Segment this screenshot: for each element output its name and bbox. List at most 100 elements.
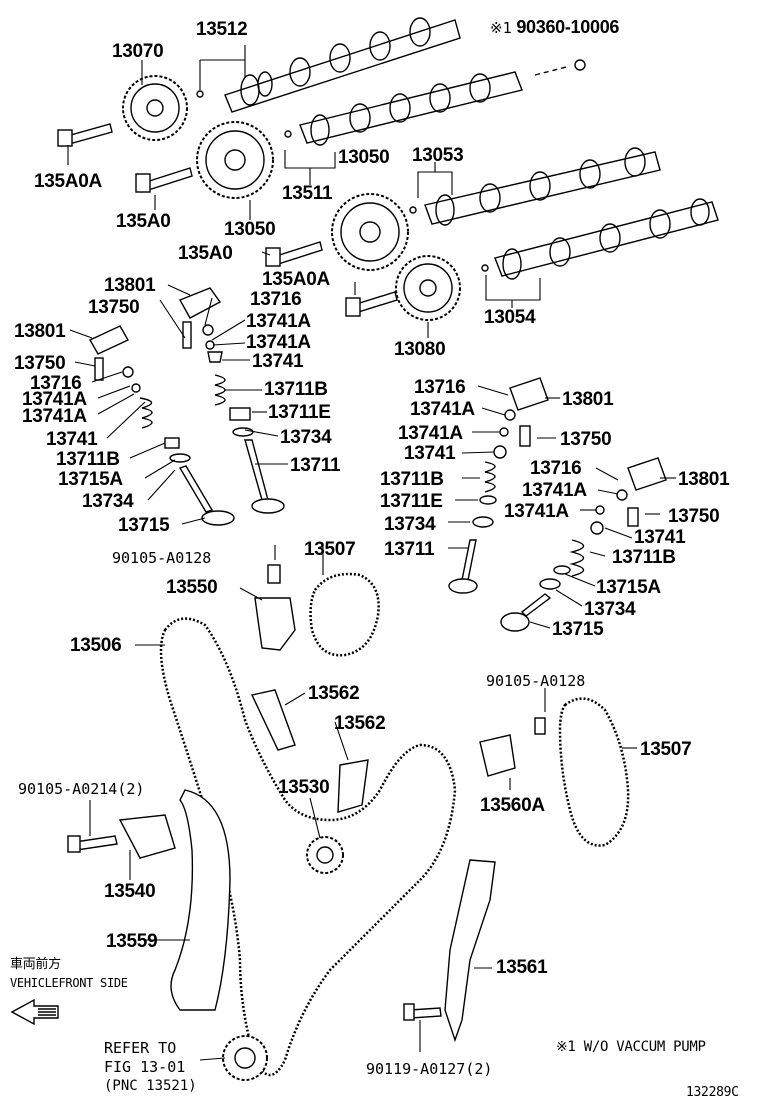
part-label-13734-d: 13734: [584, 599, 636, 620]
part-label-13562-a: 13562: [308, 683, 360, 704]
part-label-13716-c: 13716: [414, 377, 466, 398]
part-label-13801-a: 13801: [104, 275, 156, 296]
timing-chain-13507-left: [309, 572, 380, 657]
bolt-135A0A-upper: [57, 123, 113, 147]
part-label-13562-b: 13562: [334, 713, 386, 734]
camshaft-lower-left: [424, 147, 661, 226]
part-label-13506: 13506: [70, 635, 122, 656]
vvt-sprocket-13050-upper: [196, 121, 274, 199]
tensioner-slipper-13559: [170, 789, 231, 1011]
part-number-90360: 90360-10006: [516, 17, 620, 37]
part-label-13750-b: 13750: [14, 353, 66, 374]
part-label-135A0-2: 135A0: [178, 243, 233, 264]
part-label-13741-a: 13741: [252, 351, 304, 372]
part-label-13530: 13530: [278, 777, 330, 798]
part-label-13734-a: 13734: [280, 427, 332, 448]
part-label-13053: 13053: [412, 145, 464, 166]
vvt-sprocket-13080: [395, 255, 461, 321]
part-label-90105-b: 90105-A0128: [486, 672, 586, 690]
part-label-90119: 90119-A0127(2): [366, 1060, 493, 1078]
part-label-13711-b: 13711: [384, 539, 435, 560]
part-label-13734-c: 13734: [384, 514, 436, 535]
front-arrow-icon: [10, 998, 59, 1026]
part-label-13550: 13550: [166, 577, 218, 598]
part-label-13741-c: 13741: [404, 443, 456, 464]
timing-chain-13507-right: [558, 697, 630, 847]
part-label-13507-a: 13507: [304, 539, 356, 560]
vehicle-front-jp: 車両前方: [10, 957, 61, 972]
chain-guide-13561: [403, 859, 496, 1043]
part-label-13741A-a: 13741A: [246, 311, 311, 332]
part-label-13715A-a: 13715A: [58, 469, 123, 490]
part-label-13560A: 13560A: [480, 795, 545, 816]
part-label-13511: 13511: [282, 183, 333, 204]
part-label-13711-a: 13711: [290, 455, 341, 476]
refer-line-1: REFER TO: [104, 1039, 177, 1057]
part-label-13741A-f: 13741A: [398, 423, 463, 444]
part-label-13711B-c: 13711B: [380, 469, 444, 490]
part-label-13741-d: 13741: [634, 527, 686, 548]
refer-line-2: FIG 13-01: [104, 1058, 186, 1076]
part-label-13741A-c: 13741A: [22, 389, 87, 410]
camshaft-upper-right: [299, 71, 523, 146]
chain-guide-13562-a: [250, 689, 296, 751]
leader-lines: [67, 45, 676, 1061]
part-label-13559: 13559: [106, 931, 158, 952]
part-label-13716-d: 13716: [530, 458, 582, 479]
part-label-135A0A-2: 135A0A: [262, 269, 330, 290]
part-label-13741A-e: 13741A: [410, 399, 475, 420]
camshaft-lower-right: [494, 198, 719, 280]
part-label-13054: 13054: [484, 307, 536, 328]
bolt-135A0-lower: [265, 241, 323, 267]
part-label-13715-b: 13715: [552, 619, 604, 640]
chain-tensioner-13550: [254, 564, 296, 651]
bolt-135A0A-lower: [345, 291, 398, 317]
part-label-13711B-b: 13711B: [56, 449, 120, 470]
vvt-sprocket-13050-lower: [331, 193, 409, 271]
part-label-13711B-d: 13711B: [612, 547, 676, 568]
part-label-13741-b: 13741: [46, 429, 98, 450]
part-label-90105-c: 90105-A0214(2): [18, 780, 145, 798]
part-label-13741A-d: 13741A: [22, 406, 87, 427]
part-label-13070: 13070: [112, 41, 164, 62]
part-label-13050-a: 13050: [338, 147, 390, 168]
part-label-13507-b: 13507: [640, 739, 692, 760]
part-label-13750-c: 13750: [560, 429, 612, 450]
part-label-90105-a: 90105-A0128: [112, 549, 212, 567]
part-label-13711E-a: 13711E: [268, 402, 331, 423]
part-label-13750-d: 13750: [668, 506, 720, 527]
crank-gear-ref: [222, 1035, 268, 1081]
part-label-13741A-h: 13741A: [504, 501, 569, 522]
part-label-135A0A-1: 135A0A: [34, 171, 102, 192]
part-label-13715-a: 13715: [118, 515, 170, 536]
refer-line-3: (PNC 13521): [104, 1078, 197, 1094]
part-label-13801-d: 13801: [678, 469, 730, 490]
part-label-13711E-b: 13711E: [380, 491, 443, 512]
part-label-13715A-b: 13715A: [596, 577, 661, 598]
vvt-sprocket-13070: [122, 75, 188, 141]
camshaft-upper-left: [224, 17, 461, 113]
crank-sprocket-13530: [306, 836, 344, 874]
part-label-13561: 13561: [496, 957, 548, 978]
part-label-90360: ※1 90360-10006: [490, 18, 619, 36]
part-label-13716-b: 13716: [30, 373, 82, 394]
bolt-135A0-upper: [135, 167, 193, 193]
tensioner-13560A: [479, 717, 546, 777]
part-label-13734-b: 13734: [82, 491, 134, 512]
part-label-135A0-1: 135A0: [116, 211, 171, 232]
part-label-13716-a: 13716: [250, 289, 302, 310]
part-label-13512: 13512: [196, 19, 248, 40]
part-label-13711B-a: 13711B: [264, 379, 328, 400]
part-label-13050-b: 13050: [224, 219, 276, 240]
tensioner-13540: [67, 814, 176, 859]
part-label-13801-b: 13801: [14, 321, 66, 342]
part-label-13080: 13080: [394, 339, 446, 360]
valve-train-left: [89, 287, 285, 526]
part-label-13750-a: 13750: [88, 297, 140, 318]
note-mark: ※1: [490, 19, 512, 37]
vehicle-front-en: VEHICLEFRONT SIDE: [10, 976, 128, 990]
figure-id: 132289C: [686, 1085, 739, 1100]
part-label-13540: 13540: [104, 881, 156, 902]
